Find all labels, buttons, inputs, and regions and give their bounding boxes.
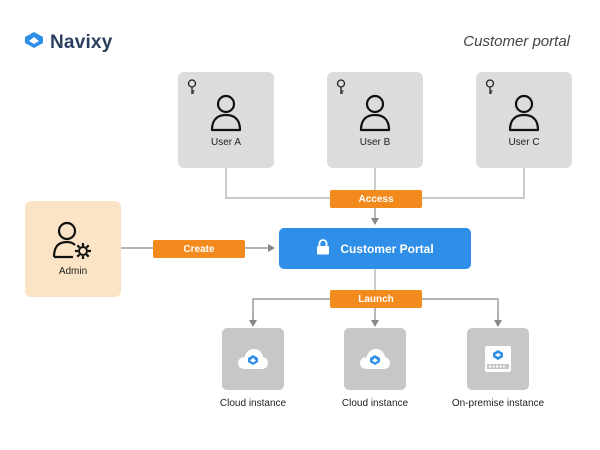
page-title: Customer portal xyxy=(463,33,570,50)
cloud-icon xyxy=(237,347,269,376)
admin-card: Admin xyxy=(25,201,121,297)
user-card-a: User A xyxy=(178,72,274,168)
user-card-c: User C xyxy=(476,72,572,168)
key-icon xyxy=(186,79,198,100)
user-label: User C xyxy=(508,137,540,148)
server-icon xyxy=(483,344,513,379)
instance-label: Cloud instance xyxy=(219,398,287,409)
navixy-logo-icon xyxy=(24,31,44,54)
key-icon xyxy=(335,79,347,100)
admin-label: Admin xyxy=(58,266,88,277)
admin-user-gear-icon xyxy=(52,221,93,264)
instance-label: Cloud instance xyxy=(341,398,409,409)
cloud-icon xyxy=(359,347,391,376)
key-icon xyxy=(484,79,496,100)
user-card-b: User B xyxy=(327,72,423,168)
user-icon xyxy=(359,94,391,137)
user-label: User B xyxy=(359,137,391,148)
brand-logo: Navixy xyxy=(24,31,112,54)
user-label: User A xyxy=(210,137,241,148)
create-tag: Create xyxy=(153,240,245,258)
lock-icon xyxy=(316,239,330,258)
access-tag: Access xyxy=(330,190,422,208)
on-premise-instance-box xyxy=(467,328,529,390)
brand-name: Navixy xyxy=(50,31,113,53)
cloud-instance-box xyxy=(344,328,406,390)
cloud-instance-box xyxy=(222,328,284,390)
user-icon xyxy=(508,94,540,137)
customer-portal-node: Customer Portal xyxy=(279,228,471,269)
user-icon xyxy=(210,94,242,137)
portal-label: Customer Portal xyxy=(340,241,434,256)
instance-label: On-premise instance xyxy=(451,398,545,409)
launch-tag: Launch xyxy=(330,290,422,308)
